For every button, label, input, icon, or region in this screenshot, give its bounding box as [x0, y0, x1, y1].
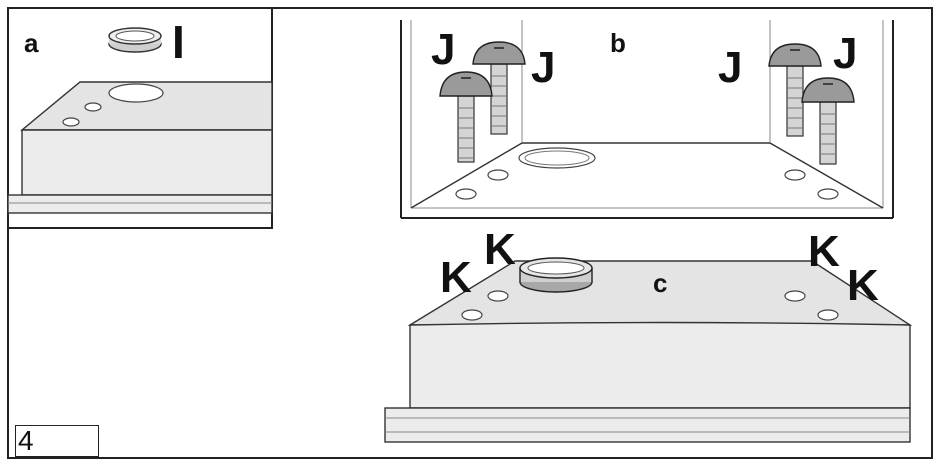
panel-a-collar-part	[108, 27, 162, 53]
panel-a-hood-base	[7, 194, 273, 214]
hole-label-4: K	[847, 261, 879, 310]
hole-label-2: K	[484, 225, 516, 274]
screw-label-2: J	[531, 43, 555, 92]
panel-c-hole-3	[784, 290, 806, 302]
panel-b-label: b	[610, 28, 626, 58]
figure-number-box: 4	[15, 425, 99, 457]
figure-number: 4	[18, 425, 34, 456]
panel-c-hole-1	[487, 290, 509, 302]
screw-2	[439, 71, 493, 163]
panel-a-hole-2	[62, 117, 80, 127]
panel-c-collar	[519, 257, 593, 293]
hole-label-3: K	[808, 227, 840, 276]
screw-4	[801, 77, 855, 165]
panel-a-part-label: I	[172, 16, 185, 68]
panel-a: a I	[7, 8, 273, 229]
panel-a-outlet-hole	[108, 83, 164, 103]
panel-b-hole-2	[455, 188, 477, 200]
hole-label-1: K	[440, 253, 472, 302]
panel-c-label: c	[653, 268, 667, 298]
panel-c-hole-2	[461, 309, 483, 321]
screw-label-1: J	[431, 25, 455, 74]
panel-c-hole-4	[817, 309, 839, 321]
panel-a-hole-1	[84, 102, 102, 112]
panel-c-hood-base	[384, 407, 911, 443]
panel-b-hole-1	[487, 169, 509, 181]
screw-label-3: J	[718, 43, 742, 92]
panel-b-outlet-hole	[518, 147, 596, 169]
figure-border	[7, 7, 933, 459]
panel-a-hood-front	[21, 129, 273, 196]
panel-c: c K K K K	[384, 225, 913, 443]
screw-label-4: J	[833, 29, 857, 78]
panel-a-label: a	[24, 28, 39, 58]
screw-1	[472, 41, 526, 135]
panel-b: b J J J J	[400, 20, 894, 219]
panel-b-hole-3	[784, 169, 806, 181]
panel-b-hole-4	[817, 188, 839, 200]
panel-c-hood-front	[409, 321, 911, 409]
